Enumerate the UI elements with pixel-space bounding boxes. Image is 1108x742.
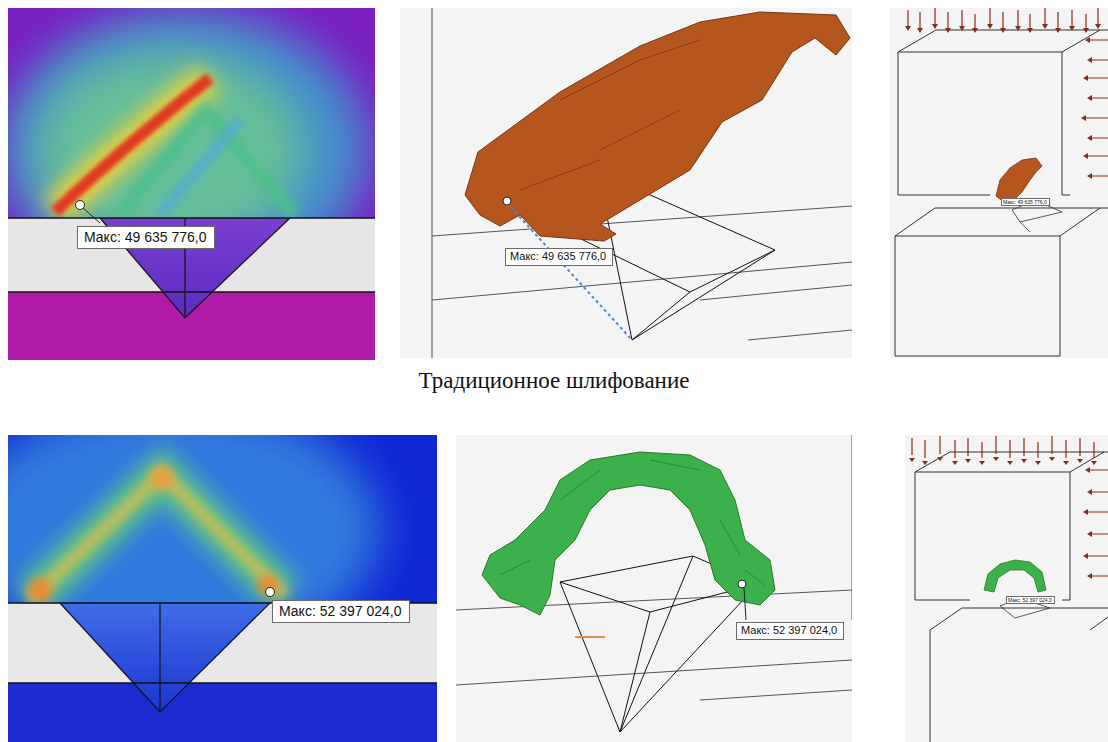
model-with-loads — [912, 436, 1094, 458]
iso-surface-view — [620, 612, 650, 732]
stress-map — [8, 8, 375, 360]
max-stress-callout: Макс: 49 635 776,0 — [505, 248, 613, 266]
stress-map — [8, 291, 375, 293]
iso-surface-view — [507, 203, 632, 340]
iso-surface-view — [632, 292, 690, 340]
model-with-loads — [890, 8, 1108, 358]
max-stress-callout: Макс: 52 397 024,0 — [736, 622, 844, 640]
stress-map — [30, 474, 285, 600]
figure-caption: Традиционное шлифование — [419, 368, 690, 394]
max-stress-callout: Макс: 49 635 776,0 — [77, 226, 215, 249]
iso-surface-view — [632, 250, 775, 340]
iso-surface-view — [620, 556, 693, 732]
iso-surface-view — [620, 584, 758, 732]
max-stress-callout: Макс: 52 397 024,0 — [1006, 596, 1055, 604]
stress-map — [8, 217, 375, 219]
stress-map — [8, 682, 437, 684]
model-with-loads — [905, 435, 1108, 742]
iso-surface-view — [482, 452, 775, 615]
iso-surface-view — [503, 197, 511, 205]
stress-map — [30, 474, 285, 600]
iso-surface-view — [456, 435, 852, 742]
iso-surface-view — [400, 8, 852, 358]
iso-surface-view — [400, 8, 852, 358]
stress-map — [83, 208, 100, 223]
model-with-loads — [1086, 470, 1108, 576]
model-with-loads — [905, 8, 1108, 179]
model-with-loads — [895, 208, 1108, 236]
model-with-loads — [895, 236, 1060, 356]
iso-surface-view — [456, 435, 852, 742]
model-with-loads — [898, 52, 1062, 195]
model-with-loads — [909, 457, 1097, 465]
model-with-loads — [930, 630, 931, 742]
model-with-loads — [905, 435, 1108, 742]
iso-surface-view — [700, 285, 852, 300]
iso-surface-view — [852, 435, 853, 620]
iso-surface-view — [456, 660, 852, 685]
model-with-loads — [898, 30, 1108, 52]
stress-map — [76, 201, 85, 210]
model-with-loads — [909, 436, 1108, 579]
model-with-loads — [1081, 37, 1092, 179]
callout-value: Макс: 52 397 024,0 — [1008, 597, 1053, 603]
model-with-loads — [930, 608, 1108, 630]
model-with-loads — [1062, 600, 1070, 601]
callout-value: Макс: 49 635 776,0 — [84, 229, 208, 246]
stress-map — [120, 110, 295, 215]
iso-surface-view — [520, 40, 700, 190]
stress-map — [8, 683, 437, 742]
model-with-loads — [1062, 195, 1070, 196]
iso-surface-view — [744, 588, 746, 620]
iso-surface-view — [700, 690, 852, 700]
iso-surface-view — [738, 580, 746, 588]
model-with-loads — [915, 600, 970, 601]
callout-value: Макс: 49 635 776,0 — [510, 250, 608, 263]
model-with-loads — [996, 158, 1042, 202]
model-with-loads — [1062, 30, 1100, 52]
caption-row: Традиционное шлифование — [0, 368, 1108, 394]
iso-surface-view — [575, 636, 605, 638]
stress-map — [28, 578, 52, 602]
iso-surface-view — [500, 460, 765, 585]
model-with-loads — [984, 560, 1046, 592]
max-stress-callout: Макс: 49 635 776,0 — [1001, 198, 1050, 206]
callout-value: Макс: 52 397 024,0 — [279, 603, 403, 620]
iso-surface-view — [748, 330, 852, 340]
model-with-loads — [905, 24, 1101, 33]
stress-map — [60, 603, 270, 712]
iso-surface-view — [465, 12, 850, 241]
model-with-loads — [898, 195, 990, 196]
iso-surface-view — [432, 262, 852, 300]
stress-map — [60, 603, 270, 712]
stress-map — [266, 588, 275, 597]
model-with-loads — [1083, 467, 1092, 579]
iso-surface-view — [432, 8, 433, 358]
callout-value: Макс: 49 635 776,0 — [1003, 199, 1048, 205]
stress-map — [159, 603, 160, 712]
stress-map — [160, 120, 240, 215]
iso-surface-view — [560, 582, 620, 732]
callout-value: Макс: 52 397 024,0 — [741, 624, 839, 637]
model-with-loads — [915, 472, 1070, 600]
stress-map — [150, 466, 174, 490]
max-stress-callout: Макс: 52 397 024,0 — [272, 600, 410, 623]
model-with-loads — [1090, 617, 1108, 630]
model-with-loads — [1060, 208, 1100, 236]
stress-map — [8, 435, 437, 742]
model-with-loads — [1020, 222, 1030, 232]
model-with-loads — [890, 8, 1108, 358]
